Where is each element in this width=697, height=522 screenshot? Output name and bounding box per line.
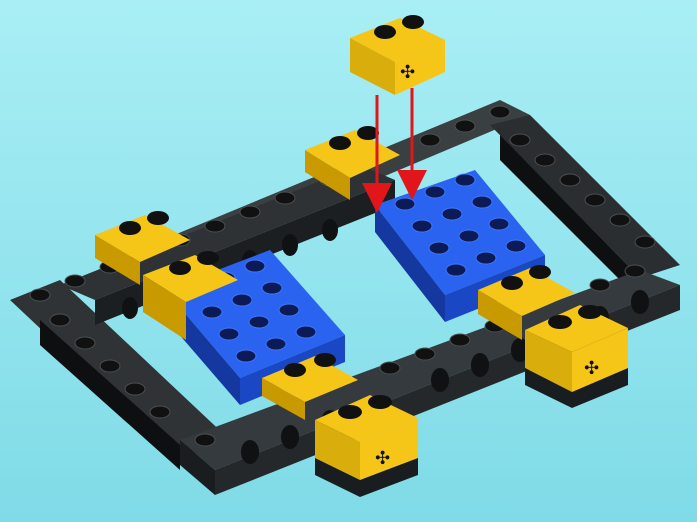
svg-text:✣: ✣ bbox=[400, 62, 415, 83]
svg-text:✣: ✣ bbox=[584, 358, 599, 379]
svg-text:✣: ✣ bbox=[375, 448, 390, 469]
